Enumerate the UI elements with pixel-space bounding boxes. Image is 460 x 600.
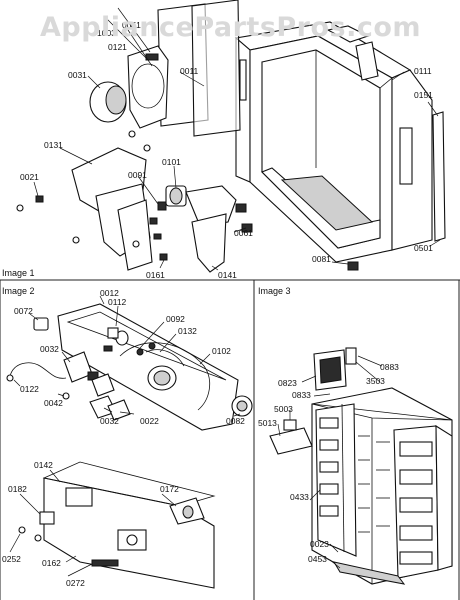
- damper-motor: [149, 185, 187, 225]
- callout-0031: 0031: [68, 70, 87, 80]
- callout-0042: 0042: [44, 398, 63, 408]
- callout-0453: 0453: [308, 554, 327, 564]
- control-knob: [231, 395, 253, 417]
- callout-1003: 1003: [97, 28, 116, 38]
- callout-0032-bottom: 0032: [100, 416, 119, 426]
- bracket-clip: [39, 511, 55, 525]
- thermostat-sensor: [33, 317, 49, 331]
- callout-0122: 0122: [20, 384, 39, 394]
- callout-0823: 0823: [278, 378, 297, 388]
- right-duct: [185, 185, 253, 273]
- callout-0102: 0102: [212, 346, 231, 356]
- callout-0433: 0433: [290, 492, 309, 502]
- callout-0082: 0082: [226, 416, 245, 426]
- callout-0162: 0162: [42, 558, 61, 568]
- panel-label-image2: Image 2: [2, 286, 35, 296]
- panel-frames: [0, 279, 460, 600]
- image3-assembly: 0883 0823 3503 0833 5003 5013 0433 0023 …: [258, 286, 453, 585]
- callout-0111: 0111: [414, 66, 432, 76]
- watermark: AppliancePartsPros.com: [40, 12, 421, 43]
- callout-0272: 0272: [66, 578, 85, 588]
- switch-assembly: [63, 351, 131, 421]
- callout-0833: 0833: [292, 390, 311, 400]
- callout-5013: 5013: [258, 418, 277, 428]
- panel-label-image1: Image 1: [2, 268, 35, 278]
- callout-0182: 0182: [8, 484, 27, 494]
- callout-0151: 0151: [414, 90, 433, 100]
- drip-tray: [269, 427, 313, 455]
- callout-0252: 0252: [2, 554, 21, 564]
- trim-strip: [345, 347, 357, 365]
- callout-0172: 0172: [160, 484, 179, 494]
- callout-0101: 0101: [162, 157, 181, 167]
- refrigerator-body: [311, 387, 453, 585]
- callout-0081: 0081: [312, 254, 331, 264]
- duct-assembly: [71, 147, 153, 271]
- cabinet-liner: [234, 21, 433, 263]
- callout-0883: 0883: [380, 362, 399, 372]
- panel-label-image3: Image 3: [258, 286, 291, 296]
- control-housing: [57, 303, 239, 431]
- dispenser-bracket: [42, 461, 216, 589]
- callout-0132: 0132: [178, 326, 197, 336]
- callout-0161: 0161: [146, 270, 165, 280]
- tray-insert: [283, 419, 297, 431]
- callout-0112: 0112: [108, 297, 127, 307]
- callout-0061: 0061: [234, 228, 253, 238]
- dispenser-cover: [313, 349, 347, 391]
- callout-3503: 3503: [366, 376, 385, 386]
- motor-bracket: [127, 45, 169, 152]
- callout-0032-top: 0032: [40, 344, 59, 354]
- interior-shelves: [358, 435, 390, 533]
- callout-0011: 0011: [180, 66, 199, 76]
- image1-assembly: 0051 1003 0121 0011 0031 0111 0151 0131 …: [2, 0, 446, 280]
- callout-5003: 5003: [274, 404, 293, 414]
- callout-0023: 0023: [310, 539, 329, 549]
- callout-0121: 0121: [108, 42, 127, 52]
- callout-0142: 0142: [34, 460, 53, 470]
- callout-0131: 0131: [44, 140, 63, 150]
- callout-0072: 0072: [14, 306, 33, 316]
- callout-0022: 0022: [140, 416, 159, 426]
- callout-0141: 0141: [218, 270, 237, 280]
- door-shelves: [319, 417, 433, 565]
- callout-0501: 0501: [414, 243, 433, 253]
- callout-0021: 0021: [20, 172, 39, 182]
- image2-assembly: 0012 0112 0072 0092 0132 0032 0102 0122 …: [2, 286, 253, 589]
- callout-0091: 0091: [128, 170, 147, 180]
- wire-harness: [9, 362, 67, 379]
- callout-0012: 0012: [100, 288, 119, 298]
- seal-bar: [432, 111, 446, 242]
- fan-motor: [89, 81, 127, 123]
- callout-0092: 0092: [166, 314, 185, 324]
- callout-0051: 0051: [122, 20, 141, 30]
